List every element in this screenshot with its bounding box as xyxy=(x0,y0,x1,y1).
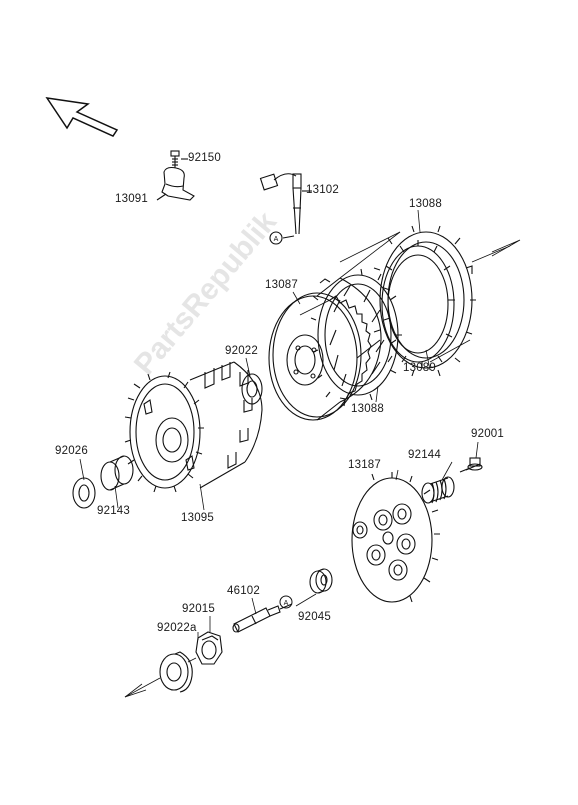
assembly-axis-arrow xyxy=(124,657,197,698)
label-46102: 46102 xyxy=(227,585,260,597)
label-13187: 13187 xyxy=(348,459,381,471)
label-92022a: 92022a xyxy=(157,622,197,634)
nut-92015-icon xyxy=(195,631,223,665)
spring-92144-icon xyxy=(421,476,455,504)
label-92026: 92026 xyxy=(55,445,88,457)
leader-lines xyxy=(79,209,479,640)
friction-plate xyxy=(310,268,402,407)
callout-a-bottom: A xyxy=(279,595,293,609)
label-13088-top: 13088 xyxy=(409,198,442,210)
pressure-plate-13187 xyxy=(351,472,440,603)
label-92015: 92015 xyxy=(182,603,215,615)
label-92022: 92022 xyxy=(225,345,258,357)
label-92045: 92045 xyxy=(298,611,331,623)
label-13089: 13089 xyxy=(403,362,436,374)
label-13102: 13102 xyxy=(306,184,339,196)
washer-92022a-icon xyxy=(159,651,193,693)
sleeve-92143-icon xyxy=(100,455,134,491)
label-92143: 92143 xyxy=(97,505,130,517)
label-92144: 92144 xyxy=(408,449,441,461)
bearing-92045-icon xyxy=(309,568,333,594)
clutch-plate-set-13089 xyxy=(373,225,476,377)
bolt-92001-icon xyxy=(459,457,483,473)
bracket-13091-icon xyxy=(156,166,195,201)
front-direction-arrow-icon xyxy=(45,97,119,137)
label-92001: 92001 xyxy=(471,428,504,440)
washer-92026-icon xyxy=(72,477,96,509)
push-rod-13102-icon xyxy=(259,173,312,245)
svg-text:A: A xyxy=(284,600,289,607)
label-92150: 92150 xyxy=(188,152,221,164)
clutch-housing-13095 xyxy=(124,361,263,493)
label-13091: 13091 xyxy=(115,193,148,205)
clutch-disc-13087 xyxy=(268,277,382,421)
alignment-reference-lines xyxy=(299,231,521,363)
bolt-92150-icon xyxy=(170,150,188,168)
label-13088-bottom: 13088 xyxy=(351,403,384,415)
release-rod-46102-icon xyxy=(232,603,293,633)
callout-a-top: A xyxy=(274,236,279,243)
svg-text:A: A xyxy=(274,236,279,243)
label-13095: 13095 xyxy=(181,512,214,524)
label-13087: 13087 xyxy=(265,279,298,291)
